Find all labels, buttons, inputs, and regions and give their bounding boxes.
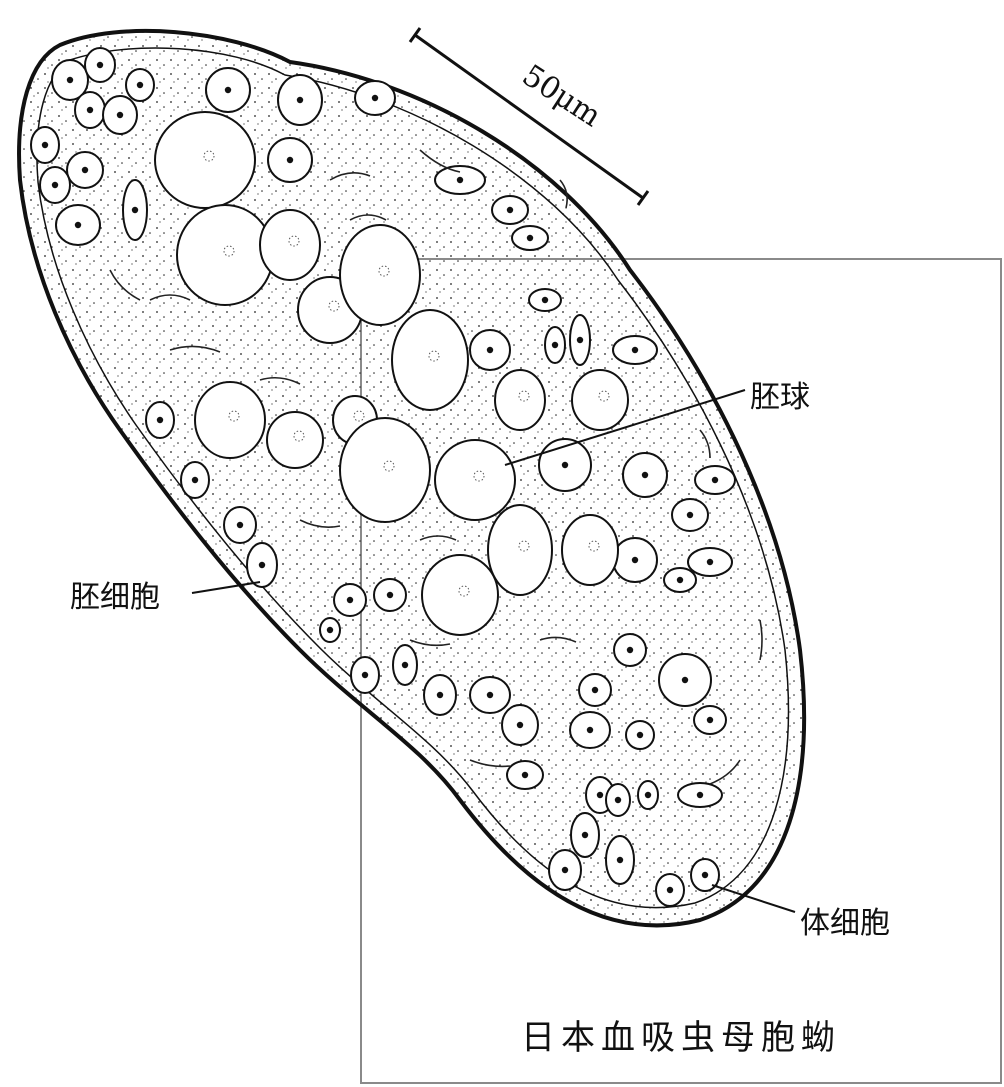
germ-cell-leader <box>191 581 261 594</box>
scale-bar <box>408 27 650 206</box>
germ-ball-leader <box>504 389 746 466</box>
germ-cell-label: 胚细胞 <box>70 580 160 615</box>
figure-title: 日本血吸虫母胞蚴 <box>521 1018 841 1058</box>
fibers-group <box>109 149 763 785</box>
sporocyst-inner-wall <box>36 47 790 909</box>
cells-group <box>30 47 736 907</box>
somatic-cell-label: 体细胞 <box>800 906 890 941</box>
germ-ball-label: 胚球 <box>750 380 810 415</box>
somatic-cell-leader <box>711 884 796 913</box>
